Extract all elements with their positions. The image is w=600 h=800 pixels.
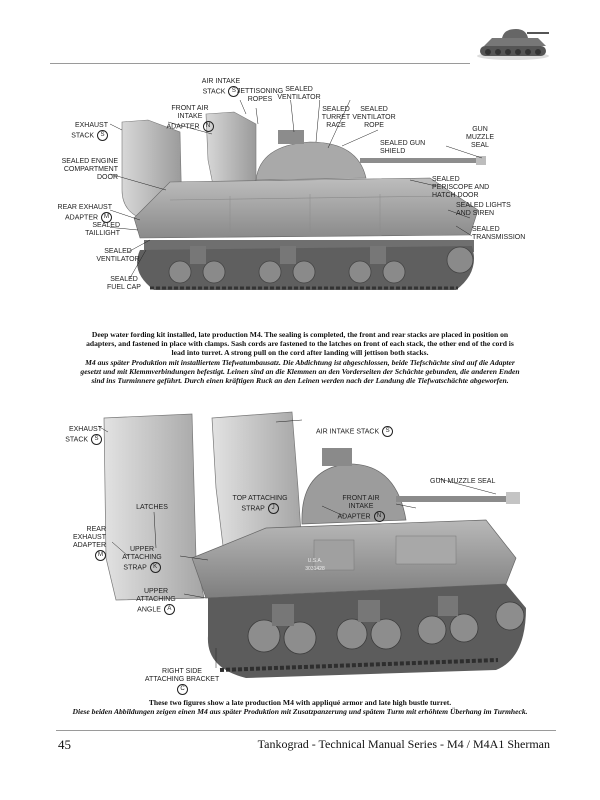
header-tank-thumbnail — [477, 29, 549, 60]
caption-figure-2: These two figures show a late production… — [60, 698, 540, 716]
label-sealed-gun-shield: SEALED GUN SHIELD — [380, 140, 426, 155]
caption-2-english: These two figures show a late production… — [148, 698, 452, 707]
label-jettisoning-ropes: JETTISONING ROPES — [236, 88, 284, 103]
label-upper-attaching-strap: UPPER ATTACHING STRAP K — [122, 546, 162, 573]
series-title: Tankograd - Technical Manual Series - M4… — [257, 737, 550, 751]
label-rear-exhaust-adapter-2: REAR EXHAUST ADAPTER M — [64, 518, 106, 561]
label-sealed-fuel-cap: SEALED FUEL CAP — [107, 276, 141, 291]
label-air-intake-stack-2: AIR INTAKE STACK S — [316, 418, 406, 437]
label-sealed-turret-race: SEALED TURRET RACE — [321, 106, 351, 129]
caption-1-english: Deep water fording kit installed, late p… — [86, 330, 514, 358]
label-rear-exhaust-adapter-1: REAR EXHAUST ADAPTER M — [57, 204, 112, 223]
label-right-side-attaching-bracket: RIGHT SIDE ATTACHING BRACKET C — [142, 660, 222, 695]
label-gun-muzzle-seal-2: GUN MUZZLE SEAL — [430, 478, 496, 485]
label-sealed-transmission: SEALED TRANSMISSION — [472, 226, 526, 241]
label-upper-attaching-angle: UPPER ATTACHING ANGLE A — [136, 588, 176, 615]
caption-figure-1: Deep water fording kit installed, late p… — [80, 330, 520, 385]
page-number: 45 — [58, 737, 71, 752]
label-sealed-ventilator-rope: SEALED VENTILATOR ROPE — [352, 106, 396, 129]
header-rule — [50, 63, 470, 64]
label-sealed-ventilator-bottom: SEALED VENTILATOR — [96, 248, 140, 263]
hull-marking-usa: U.S.A. — [307, 558, 323, 564]
label-sealed-taillight: SEALED TAILLIGHT — [85, 222, 120, 237]
label-front-air-intake-adapter-2: FRONT AIR INTAKE ADAPTER N — [336, 487, 386, 522]
label-air-intake-stack: AIR INTAKE STACK S — [201, 78, 241, 97]
label-sealed-ventilator-top: SEALED VENTILATOR — [277, 86, 321, 101]
hull-marking-serial: 3031428 — [305, 566, 325, 572]
label-latches: LATCHES — [136, 504, 168, 511]
label-exhaust-stack-2: EXHAUST STACK S — [65, 426, 102, 445]
figure-2-tank-three-quarter-photo — [97, 411, 526, 678]
label-gun-muzzle-seal: GUN MUZZLE SEAL — [466, 126, 494, 149]
footer-rule — [56, 730, 556, 731]
caption-2-german: Diese beiden Abbildungen zeigen einen M4… — [72, 707, 528, 717]
label-sealed-engine-compartment-door: SEALED ENGINE COMPARTMENT DOOR — [61, 158, 118, 181]
label-exhaust-stack-1: EXHAUST STACK S — [71, 122, 108, 141]
label-sealed-periscope-and-hatch-door: SEALED PERISCOPE AND HATCH DOOR — [432, 176, 490, 199]
caption-1-german: M4 aus später Produktion mit installiert… — [80, 357, 520, 386]
label-sealed-lights-and-siren: SEALED LIGHTS AND SIREN — [456, 202, 511, 217]
label-front-air-intake-adapter: FRONT AIR INTAKE ADAPTER N — [162, 97, 218, 132]
label-top-attaching-strap: TOP ATTACHING STRAP J — [232, 495, 288, 514]
figure-1-tank-side-photo — [110, 100, 486, 290]
